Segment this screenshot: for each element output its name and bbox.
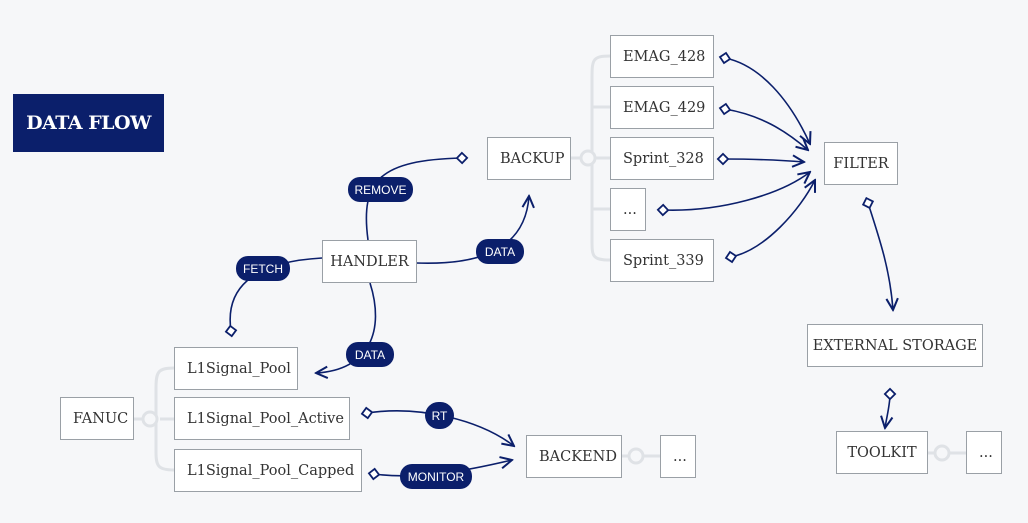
tree-junctions: [141, 149, 951, 465]
node-external-storage[interactable]: EXTERNAL STORAGE: [807, 324, 983, 367]
edge-label-monitor: MONITOR: [400, 464, 472, 489]
node-l1signal-pool[interactable]: L1Signal_Pool: [174, 347, 298, 390]
node-fanuc[interactable]: FANUC: [60, 397, 134, 440]
node-ellipsis-backend[interactable]: ...: [660, 435, 696, 478]
node-toolkit[interactable]: TOOLKIT: [836, 431, 928, 474]
node-emag-429[interactable]: EMAG_429: [610, 86, 714, 129]
node-emag-428[interactable]: EMAG_428: [610, 35, 714, 78]
node-backend[interactable]: BACKEND: [526, 435, 622, 478]
edge-label-remove: REMOVE: [348, 177, 413, 202]
edge-label-rt: RT: [425, 402, 454, 429]
node-sprint-328[interactable]: Sprint_328: [610, 137, 714, 180]
edge-label-data-backup: DATA: [476, 239, 524, 264]
node-handler[interactable]: HANDLER: [322, 240, 417, 283]
edge-label-fetch: FETCH: [236, 256, 290, 281]
edge-label-data-pool: DATA: [346, 342, 394, 367]
node-sprint-339[interactable]: Sprint_339: [610, 239, 714, 282]
node-backup[interactable]: BACKUP: [487, 137, 571, 180]
node-ellipsis-toolkit[interactable]: ...: [966, 431, 1002, 474]
node-filter[interactable]: FILTER: [824, 142, 898, 185]
node-l1signal-pool-capped[interactable]: L1Signal_Pool_Capped: [174, 449, 362, 492]
node-l1signal-pool-active[interactable]: L1Signal_Pool_Active: [174, 397, 350, 440]
diagram-title: DATA FLOW: [13, 94, 164, 152]
node-ellipsis-backup[interactable]: ...: [610, 188, 646, 231]
